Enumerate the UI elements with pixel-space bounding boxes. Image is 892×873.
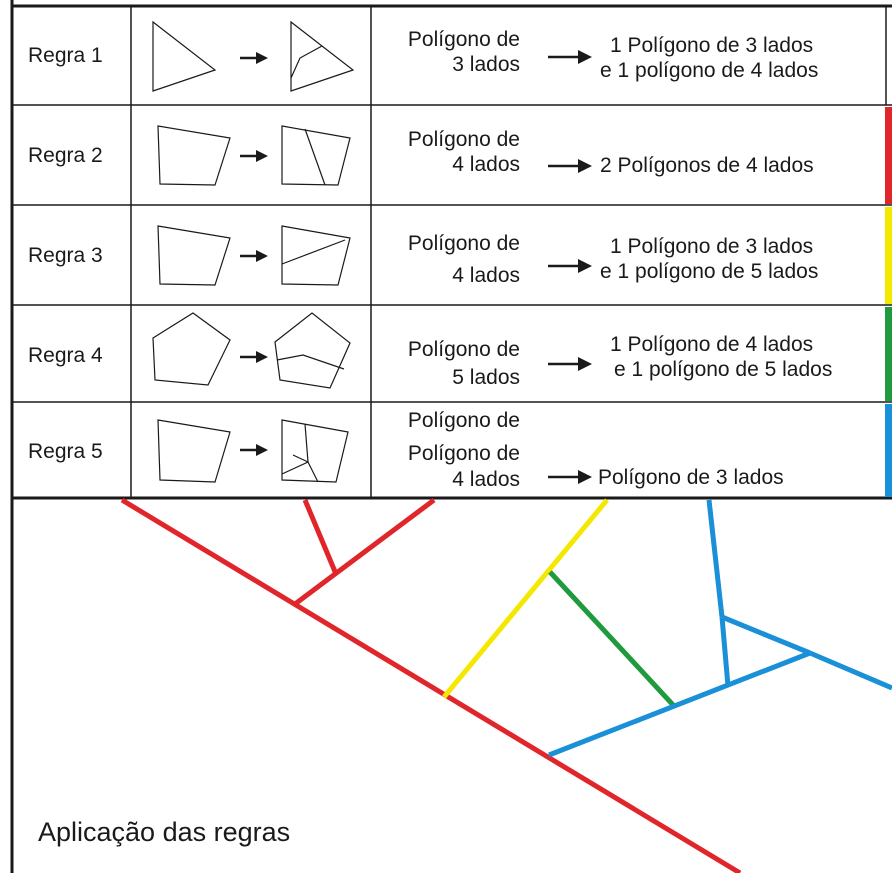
rule-2-input-line2: 4 lados <box>452 153 520 176</box>
rule-1-result-line1: 1 Polígono de 3 lados <box>610 34 814 57</box>
legend-bar-yellow <box>885 207 892 304</box>
blue-branch <box>809 650 892 691</box>
caption: Aplicação das regras <box>38 817 291 847</box>
rule2-after-shape <box>281 125 351 186</box>
rule-3-input-line2: 4 lados <box>452 264 520 287</box>
rule1-after-shape <box>290 20 355 92</box>
rule-4-input-line1: Polígono de <box>407 338 520 361</box>
arrow-icon <box>578 470 592 484</box>
rule-1-input-line2: 3 lados <box>452 53 520 76</box>
rule-2-name: Regra 2 <box>28 144 103 167</box>
rule-3-input-line1: Polígono de <box>407 232 520 255</box>
rule4-after-shape <box>274 312 351 389</box>
arrow-icon <box>256 150 268 162</box>
arrow-icon <box>256 250 268 262</box>
rule5-cut-line <box>281 423 309 475</box>
yellow-branch <box>442 498 609 699</box>
legend-bar-blue <box>885 404 892 497</box>
rule5-before-quad <box>157 419 231 483</box>
arrow-icon <box>578 357 592 371</box>
rule2-cut-line <box>304 128 326 186</box>
rule3-cut-line <box>281 239 346 265</box>
rule5-cut-line <box>307 461 319 483</box>
red-branch <box>293 497 436 607</box>
rule-3-name: Regra 3 <box>28 244 103 267</box>
rule-5-result-line1: Polígono de 3 lados <box>598 466 784 489</box>
blue-branch <box>721 614 811 656</box>
blue-branch <box>719 616 731 687</box>
rule-5-name: Regra 5 <box>28 440 103 463</box>
rule-1-input-line1: Polígono de <box>407 28 520 51</box>
arrow-icon <box>578 50 592 64</box>
rule1-before-triangle <box>152 20 217 92</box>
red-branch <box>302 499 339 575</box>
green-branch <box>548 570 676 708</box>
arrow-icon <box>256 351 268 363</box>
legend-bar-red <box>885 107 892 204</box>
rule-4-result-line1: 1 Polígono de 4 lados <box>610 333 814 356</box>
rule4-before-pentagon <box>152 312 231 386</box>
rule-5-input-line1: Polígono de <box>407 442 520 465</box>
legend-bar-green <box>885 307 892 401</box>
rule-4-name: Regra 4 <box>28 344 103 367</box>
main-red-trunk <box>120 497 742 873</box>
rule5-cut-line <box>292 454 309 463</box>
rule-2-result-line1: 2 Polígonos de 4 lados <box>600 154 814 177</box>
blue-branch <box>706 499 725 618</box>
rule1-cut-line <box>290 45 323 79</box>
rule2-before-quad <box>157 125 231 186</box>
rule-4-result-line2: e 1 polígono de 5 lados <box>614 358 833 381</box>
rule5-after-shape <box>281 419 349 483</box>
rule-1-name: Regra 1 <box>28 44 103 67</box>
arrow-icon <box>578 159 592 173</box>
blue-branch <box>548 650 811 758</box>
rule-1-result-line2: e 1 polígono de 4 lados <box>600 59 819 82</box>
rule-5-input-line0: Polígono de <box>407 409 520 432</box>
rule-2-input-line1: Polígono de <box>407 128 520 151</box>
rule-3-result-line1: 1 Polígono de 3 lados <box>610 235 814 258</box>
rule3-before-quad <box>157 225 231 286</box>
rule-3-result-line2: e 1 polígono de 5 lados <box>600 260 819 283</box>
rule-5-input-line2: 4 lados <box>452 468 520 491</box>
rule3-after-shape <box>281 225 351 286</box>
rule-4-input-line2: 5 lados <box>452 366 520 389</box>
rule4-cut-line <box>276 354 345 370</box>
arrow-icon <box>256 52 268 64</box>
arrow-icon <box>578 259 592 273</box>
arrow-icon <box>256 444 268 456</box>
